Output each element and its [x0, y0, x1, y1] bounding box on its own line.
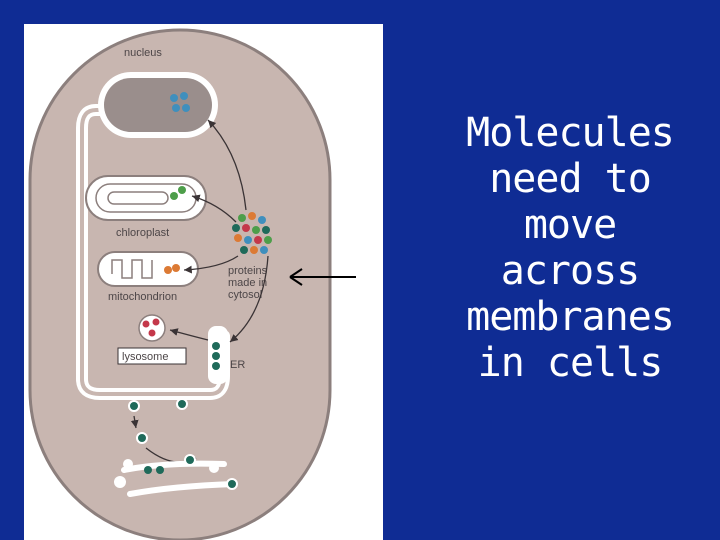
slide-text-line: across	[500, 248, 641, 294]
protein-dot	[258, 216, 266, 224]
protein-dot	[172, 104, 180, 112]
protein-dot	[242, 224, 250, 232]
cytosol-protein-cluster	[232, 212, 272, 254]
protein-dot	[172, 264, 180, 272]
slide-text-line: Molecules	[466, 110, 675, 156]
vesicle	[123, 459, 133, 469]
vesicle	[176, 398, 188, 410]
endomembrane-path-inner	[80, 108, 226, 396]
protein-dot	[254, 236, 262, 244]
protein-dot	[240, 246, 248, 254]
lysosome-label-box	[117, 347, 187, 365]
protein-dot	[142, 320, 150, 328]
slide-text-line: in cells	[477, 340, 664, 386]
slide-text-line: move	[523, 202, 617, 248]
cell-diagram: nucleus chloroplast mitochondrion	[28, 28, 332, 540]
label-proteins-line3: cytosol	[228, 289, 262, 301]
label-er: ER	[230, 359, 245, 371]
protein-dot	[182, 104, 190, 112]
protein-dot	[170, 94, 178, 102]
slide-text-line: membranes	[466, 294, 675, 340]
protein-dot	[212, 362, 220, 370]
arrow-to-er	[229, 255, 269, 343]
label-lysosome: lysosome	[122, 351, 168, 363]
nucleus	[98, 72, 218, 138]
mitochondrion	[97, 251, 199, 287]
vesicle	[226, 478, 238, 490]
golgi-membrane	[127, 481, 237, 497]
protein-dot	[248, 212, 256, 220]
arrow-to-mitochondrion	[183, 255, 239, 274]
protein-dot	[148, 329, 156, 337]
lysosome	[138, 314, 166, 342]
protein-dot	[180, 92, 188, 100]
protein-dot	[232, 224, 240, 232]
label-proteins-line1: proteins	[228, 265, 268, 277]
vesicle	[184, 454, 196, 466]
protein-dot	[178, 186, 186, 194]
chloroplast	[85, 175, 207, 221]
protein-dot	[234, 234, 242, 242]
arrow-to-lysosome	[169, 328, 209, 341]
protein-dot	[262, 226, 270, 234]
vesicle	[114, 476, 126, 488]
protein-dot	[164, 266, 172, 274]
label-chloroplast: chloroplast	[116, 227, 169, 239]
label-nucleus: nucleus	[124, 47, 162, 59]
vesicle	[128, 400, 140, 412]
vesicle	[144, 466, 152, 474]
protein-dot	[252, 226, 260, 234]
label-proteins-line2: made in	[228, 277, 267, 289]
endoplasmic-reticulum	[208, 326, 228, 384]
cell-diagram-panel: nucleus chloroplast mitochondrion	[24, 24, 383, 540]
left-arrow-icon	[289, 268, 356, 286]
protein-dot	[250, 246, 258, 254]
protein-dot	[212, 352, 220, 360]
protein-dot	[264, 236, 272, 244]
arrow-to-nucleus	[207, 119, 247, 211]
vesicle	[209, 463, 219, 473]
protein-dot	[244, 236, 252, 244]
arrow-vesicle-down	[130, 415, 139, 429]
vesicle	[156, 466, 164, 474]
vesicle	[136, 432, 148, 444]
protein-dot	[260, 246, 268, 254]
vesicle-pathway	[114, 398, 238, 497]
protein-dot	[152, 318, 160, 326]
label-mitochondrion: mitochondrion	[108, 291, 177, 303]
protein-dot	[212, 342, 220, 350]
arrow-to-chloroplast	[191, 194, 237, 223]
protein-dot	[238, 214, 246, 222]
slide-text: Molecules need to move across membranes …	[440, 110, 700, 386]
slide-text-line: need to	[489, 156, 652, 202]
protein-dot	[170, 192, 178, 200]
